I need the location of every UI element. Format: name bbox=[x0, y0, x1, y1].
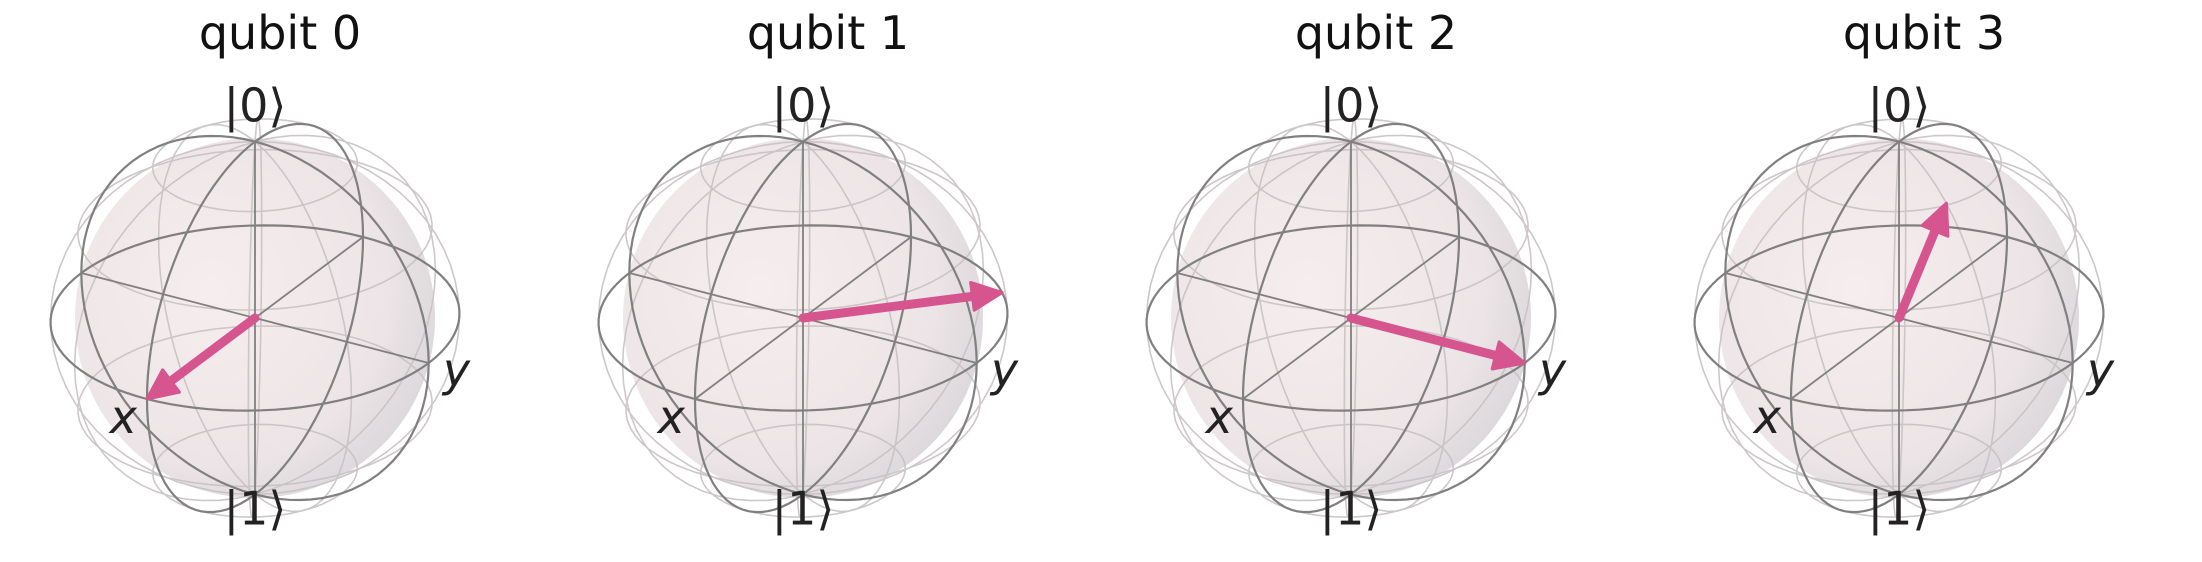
x-axis-label: x bbox=[108, 390, 138, 444]
bloch-sphere: |0⟩ |1⟩ x y bbox=[49, 79, 471, 536]
ket-one-label: |1⟩ bbox=[772, 481, 835, 536]
ket-one-label: |1⟩ bbox=[1868, 481, 1931, 536]
bloch-vector-arrow bbox=[1346, 313, 1527, 371]
ket-zero-label: |0⟩ bbox=[1868, 79, 1931, 134]
ket-zero-label: |0⟩ bbox=[224, 79, 287, 134]
ket-zero-label: |0⟩ bbox=[1320, 79, 1383, 134]
bloch-panel-qubit-3: qubit 3 |0⟩ |1⟩ x y bbox=[1644, 0, 2202, 562]
bloch-panel-qubit-0: qubit 0 |0⟩ |1⟩ x y bbox=[0, 0, 560, 562]
bloch-sphere: |0⟩ |1⟩ x y bbox=[597, 79, 1019, 536]
bloch-vector-arrow bbox=[1894, 201, 1950, 323]
ket-one-label: |1⟩ bbox=[224, 481, 287, 536]
y-axis-label: y bbox=[1537, 343, 1567, 397]
ket-one-label: |1⟩ bbox=[1320, 481, 1383, 536]
ket-zero-label: |0⟩ bbox=[772, 79, 835, 134]
qubit-title: qubit 2 bbox=[1294, 6, 1458, 60]
bloch-sphere: |0⟩ |1⟩ x y bbox=[1693, 79, 2115, 536]
bloch-sphere: |0⟩ |1⟩ x y bbox=[1145, 79, 1567, 536]
y-axis-label: y bbox=[441, 343, 471, 397]
qubit-title: qubit 1 bbox=[746, 6, 910, 60]
qubit-title: qubit 0 bbox=[198, 6, 362, 60]
x-axis-label: x bbox=[1752, 390, 1782, 444]
bloch-vector-arrow bbox=[798, 280, 1004, 323]
qubit-title: qubit 3 bbox=[1842, 6, 2006, 60]
x-axis-label: x bbox=[1204, 390, 1234, 444]
bloch-vector-arrow bbox=[145, 313, 260, 401]
y-axis-label: y bbox=[2085, 343, 2115, 397]
yz-great-circle bbox=[628, 134, 978, 502]
y-axis-label: y bbox=[989, 343, 1019, 397]
x-axis-label: x bbox=[656, 390, 686, 444]
bloch-panel-qubit-2: qubit 2 |0⟩ |1⟩ x y bbox=[1096, 0, 1656, 562]
bloch-panel-qubit-1: qubit 1 |0⟩ |1⟩ x y bbox=[548, 0, 1108, 562]
